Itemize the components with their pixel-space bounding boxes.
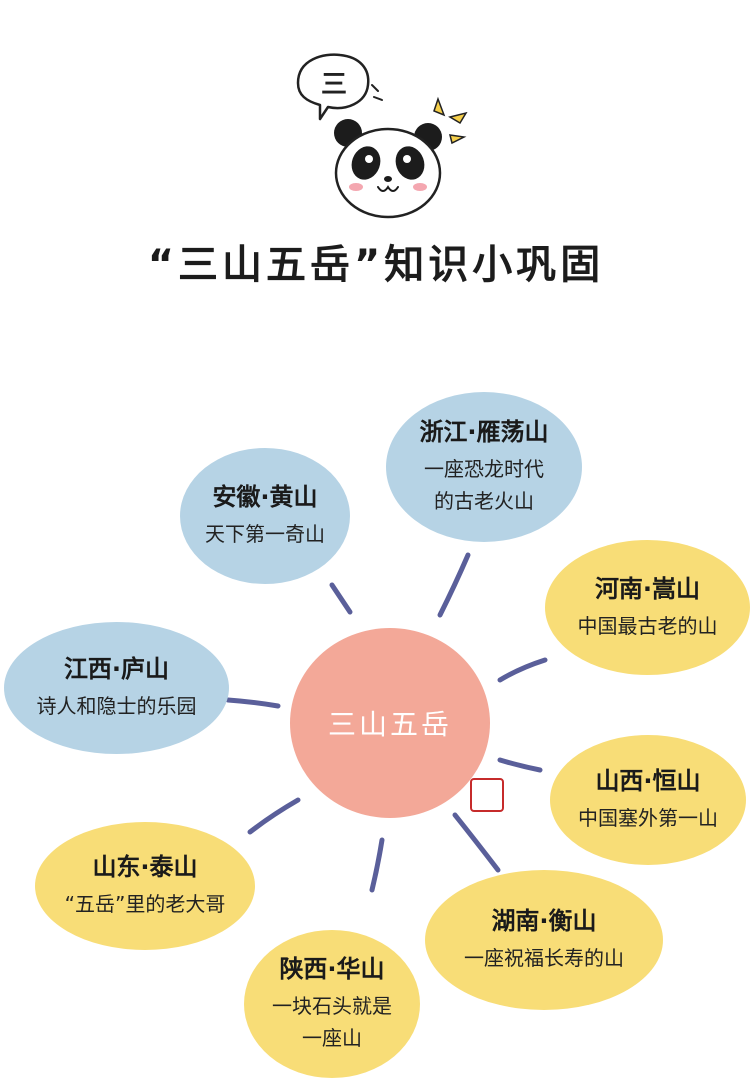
spoke-taishan	[247, 797, 301, 835]
mountain-node-songshan: 河南·嵩山 中国最古老的山	[545, 540, 750, 675]
mountain-node-taishan: 山东·泰山 “五岳”里的老大哥	[35, 822, 255, 950]
node-name: 安徽·黄山	[212, 483, 318, 511]
node-name: 河南·嵩山	[594, 574, 701, 603]
node-name: 浙江·雁荡山	[419, 418, 549, 446]
spoke-yandang	[437, 552, 471, 618]
node-desc-line: 中国塞外第一山	[578, 806, 718, 830]
node-desc-line: 天下第一奇山	[205, 522, 325, 546]
node-name: 山东·泰山	[92, 853, 198, 881]
node-desc-line: 的古老火山	[434, 489, 534, 513]
mountain-node-yandang: 浙江·雁荡山 一座恐龙时代 的古老火山	[386, 392, 582, 542]
node-desc-line: 一块石头就是	[272, 994, 392, 1018]
page-title: “三山五岳”知识小巩固	[147, 242, 605, 288]
center-node: 三山五岳	[290, 628, 490, 818]
spoke-songshan	[497, 657, 548, 683]
node-desc-line: “五岳”里的老大哥	[64, 892, 226, 916]
node-desc-line: 一座祝福长寿的山	[464, 946, 624, 970]
mountain-node-huashan: 陕西·华山 一块石头就是 一座山	[244, 930, 420, 1078]
center-label: 三山五岳	[327, 708, 452, 741]
panda-icon: 三	[296, 53, 468, 219]
node-desc-line: 一座恐龙时代	[424, 457, 544, 481]
node-name: 江西·庐山	[63, 655, 170, 683]
spoke-huashan	[369, 837, 385, 893]
node-name: 湖南·衡山	[491, 907, 597, 935]
spoke-lushan	[225, 697, 281, 709]
seal-stamp	[470, 778, 504, 812]
mountain-node-hengshan-hunan: 湖南·衡山 一座祝福长寿的山	[425, 870, 663, 1010]
node-name: 陕西·华山	[279, 955, 385, 983]
node-desc-line: 一座山	[302, 1026, 362, 1050]
node-desc-line: 诗人和隐士的乐园	[36, 694, 197, 718]
spoke-hengshan-hunan	[452, 812, 501, 873]
spoke-huangshan	[329, 582, 353, 615]
node-name: 山西·恒山	[595, 767, 701, 795]
mountain-node-lushan: 江西·庐山 诗人和隐士的乐园	[4, 622, 229, 754]
bubble-text: 三	[321, 70, 347, 100]
node-desc-line: 中国最古老的山	[577, 613, 718, 638]
mountain-node-huangshan: 安徽·黄山 天下第一奇山	[180, 448, 350, 584]
spoke-hengshan-shanxi	[497, 757, 543, 773]
mountain-node-hengshan-shanxi: 山西·恒山 中国塞外第一山	[550, 735, 746, 865]
